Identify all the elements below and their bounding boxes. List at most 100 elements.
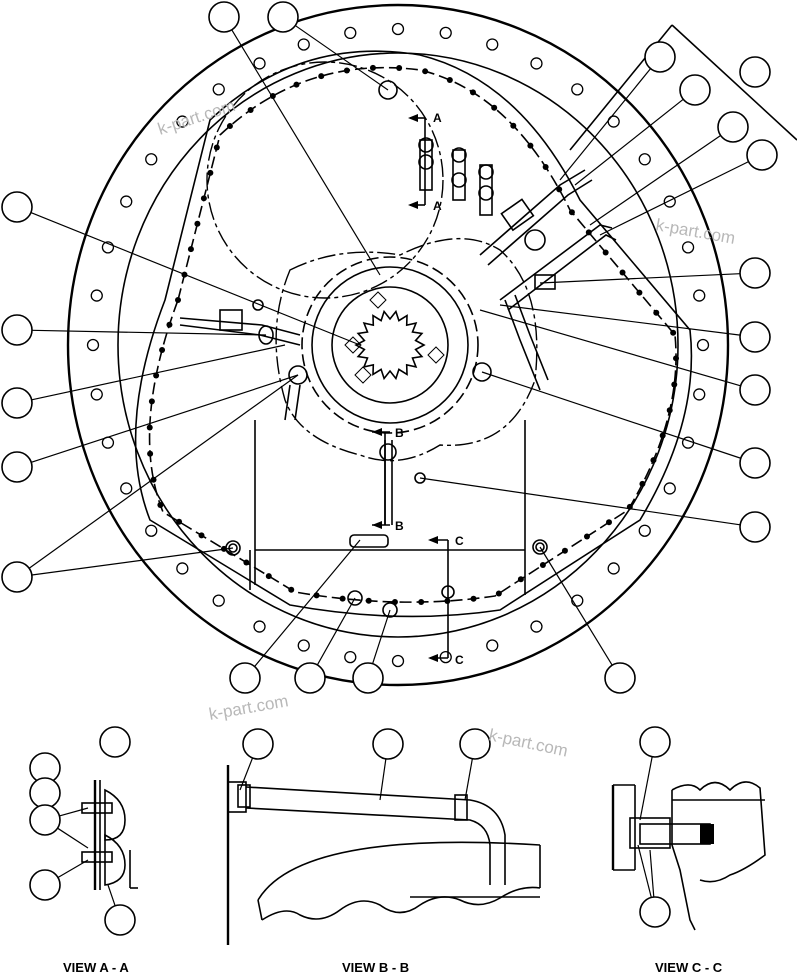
housing-rivet: [510, 122, 517, 129]
flange-bolt-hole: [663, 195, 676, 208]
clip-stack-2: [452, 149, 466, 201]
callout-balloon: [104, 904, 136, 936]
callout-balloon: [459, 728, 491, 760]
hydraulic-lines: [179, 169, 617, 548]
flange-bolt-hole: [344, 26, 357, 40]
flange-bolt-hole: [253, 620, 266, 633]
housing-rivet: [568, 209, 575, 216]
flange-bolt-hole: [253, 57, 266, 70]
central-hub: [301, 256, 479, 434]
callout-leader: [539, 273, 741, 284]
side-fitting: [414, 472, 426, 484]
flange-bolt-hole: [681, 241, 695, 254]
flange-bolt-hole: [391, 22, 405, 36]
section-a-arrowhead-bottom: [408, 201, 418, 209]
lower-right-plug: [532, 539, 548, 555]
callout-leader: [31, 329, 267, 336]
watermark-3: k-part.com: [207, 691, 289, 724]
view-b-bolt-left: [237, 784, 251, 808]
lower-right-plug-inner: [535, 542, 545, 552]
housing-rivet: [194, 220, 201, 227]
housing-rivet: [200, 195, 207, 202]
callout-balloon: [1, 387, 33, 419]
hub-inner-ring: [331, 286, 449, 404]
housing-rivet: [213, 144, 220, 151]
view-c-housing: [671, 781, 766, 931]
flange-bolt-hole: [176, 562, 189, 575]
hub-petal-2: [344, 336, 362, 354]
housing-rivet: [207, 169, 214, 176]
flange-bolt-hole: [297, 38, 310, 51]
housing-rivet: [146, 424, 153, 431]
view-c-detail: VIEW C - C: [611, 781, 766, 974]
callout-leader: [539, 546, 613, 666]
callout-balloon: [739, 374, 771, 406]
housing-rivet: [187, 246, 194, 253]
flange-bolt-hole: [693, 289, 706, 302]
callout-balloon: [739, 447, 771, 479]
callout-balloon: [229, 662, 261, 694]
callout-leader: [637, 844, 652, 898]
callout-balloon: [29, 869, 61, 901]
callout-balloon: [29, 804, 61, 836]
housing-rivet: [339, 595, 346, 602]
callout-balloon: [679, 74, 711, 106]
section-c-arrowhead-bottom: [428, 654, 438, 662]
housing-rivet: [673, 355, 680, 362]
callout-balloon: [739, 511, 771, 543]
callout-balloons: [1, 1, 778, 936]
frame-lines: [249, 420, 526, 595]
callout-balloon: [242, 728, 274, 760]
flange-bolt-hole: [607, 115, 620, 128]
callout-balloon: [1, 451, 33, 483]
flange-bolt-holes: [86, 22, 710, 668]
callout-balloon: [1, 314, 33, 346]
flange-bolt-hole: [663, 482, 676, 495]
callout-balloon: [352, 662, 384, 694]
view-a-bolt-lower: [81, 851, 113, 863]
flange-bolt-hole: [344, 650, 357, 664]
housing-rivet: [470, 595, 477, 602]
housing-rivet: [247, 106, 254, 113]
view-b-label: VIEW B - B: [342, 960, 409, 974]
flange-bolt-hole: [530, 57, 543, 70]
callout-leader: [639, 756, 653, 821]
flange-bolt-hole: [530, 620, 543, 633]
flange-bolt-hole: [486, 639, 499, 652]
callout-balloon: [1, 561, 33, 593]
housing-rivet: [561, 547, 568, 554]
housing-rivet: [670, 329, 677, 336]
bottom-plug-b: [382, 602, 398, 618]
callout-balloon: [639, 726, 671, 758]
callout-leader: [649, 849, 655, 898]
housing-rivet: [293, 81, 300, 88]
view-a-bolt-upper: [81, 802, 113, 814]
housing-rivet: [491, 104, 498, 111]
callout-balloon: [746, 139, 778, 171]
callout-leader: [316, 597, 356, 666]
callout-leader: [479, 309, 741, 387]
housing-rivet: [148, 398, 155, 405]
callout-leader: [231, 29, 381, 276]
housing-rivet: [446, 77, 453, 84]
housing-rivet: [495, 590, 502, 597]
upper-right-bracket: [500, 198, 535, 232]
clip-stack-3: [479, 164, 493, 216]
clip-stack-1: [419, 139, 433, 191]
flywheel-housing: [66, 3, 730, 687]
upper-right-tube-d: [507, 234, 617, 311]
housing-rivet: [542, 163, 549, 170]
callout-leader: [57, 827, 89, 849]
housing-rivet: [605, 519, 612, 526]
callout-leader: [28, 374, 299, 569]
flange-bolt-hole: [696, 338, 710, 352]
flange-bolt-hole: [638, 524, 651, 537]
flange-bolt-hole: [607, 562, 620, 575]
left-bracket: [219, 309, 243, 331]
flange-bolt-hole: [693, 388, 706, 401]
flange-bolt-hole: [86, 338, 100, 352]
callout-leader: [57, 859, 89, 878]
housing-rivet: [422, 68, 429, 75]
callout-leader: [419, 477, 741, 526]
